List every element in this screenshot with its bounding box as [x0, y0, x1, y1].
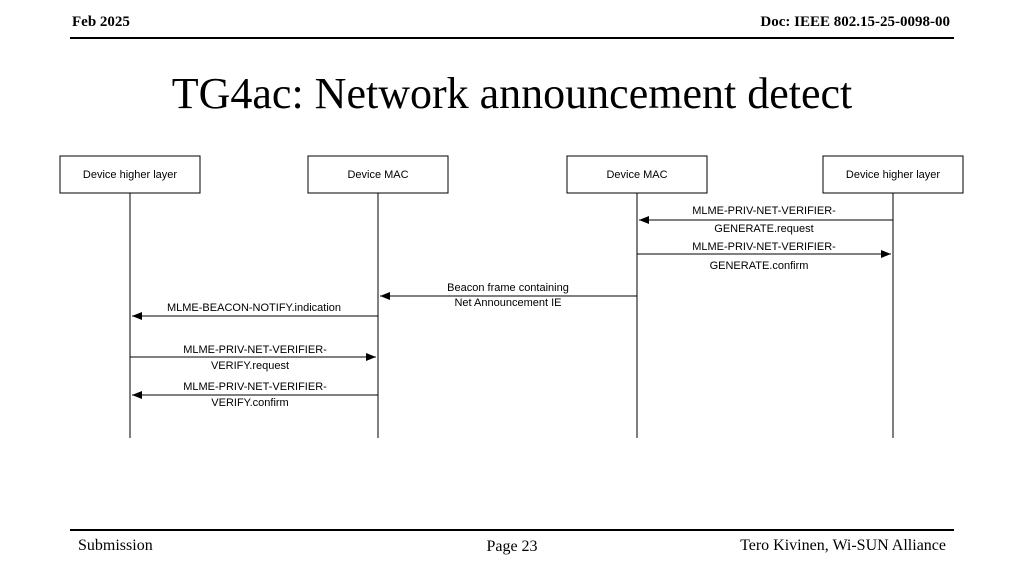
- participant-label-1: Device higher layer: [83, 169, 177, 181]
- message-label-verify-confirm-1: MLME-PRIV-NET-VERIFIER-: [183, 381, 327, 393]
- message-label-verify-confirm-2: VERIFY.confirm: [211, 397, 288, 409]
- header-date: Feb 2025: [72, 14, 130, 30]
- message-label-verify-request-1: MLME-PRIV-NET-VERIFIER-: [183, 344, 327, 356]
- participant-label-4: Device higher layer: [846, 169, 940, 181]
- participant-box-3: [566, 155, 708, 194]
- message-label-generate-request-2: GENERATE.request: [714, 223, 813, 235]
- participant-box-1: [59, 155, 201, 194]
- message-label-verify-request-2: VERIFY.request: [211, 360, 289, 372]
- header-doc-id: Doc: IEEE 802.15-25-0098-00: [760, 14, 950, 30]
- message-label-generate-confirm-1: MLME-PRIV-NET-VERIFIER-: [692, 241, 836, 253]
- footer-rule: [70, 529, 954, 531]
- header-rule: [70, 37, 954, 39]
- message-label-beacon-frame-2: Net Announcement IE: [454, 297, 561, 309]
- participant-box-2: [307, 155, 449, 194]
- message-label-beacon-frame-1: Beacon frame containing: [447, 282, 569, 294]
- message-label-generate-confirm-2: GENERATE.confirm: [710, 260, 809, 272]
- footer-submission: Submission: [78, 537, 153, 554]
- participant-box-4: [822, 155, 964, 194]
- participant-label-3: Device MAC: [606, 169, 667, 181]
- footer-author: Tero Kivinen, Wi-SUN Alliance: [740, 537, 946, 554]
- message-label-beacon-notify: MLME-BEACON-NOTIFY.indication: [167, 302, 341, 314]
- slide-title: TG4ac: Network announcement detect: [171, 69, 853, 118]
- participant-label-2: Device MAC: [347, 169, 408, 181]
- footer-page-number: Page 23: [486, 538, 538, 555]
- message-label-generate-request-1: MLME-PRIV-NET-VERIFIER-: [692, 205, 836, 217]
